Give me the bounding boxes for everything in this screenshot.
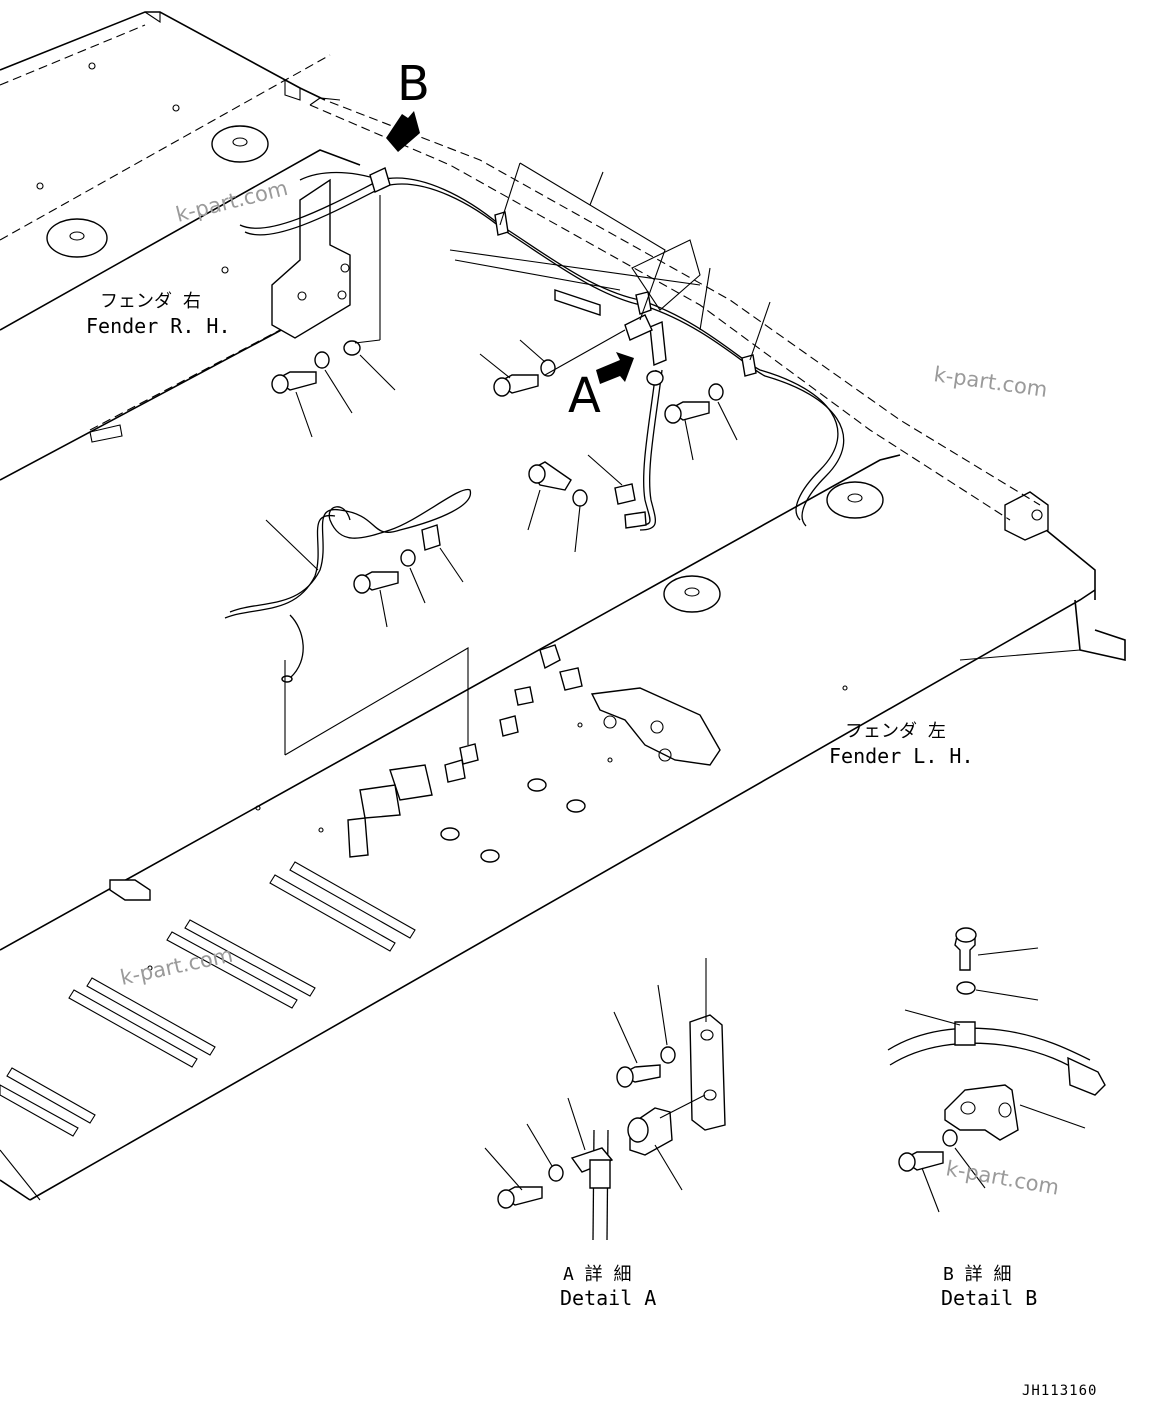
watermark: k-part.com [118,943,235,990]
view-arrow-b [386,111,420,152]
detail-a-drawing [484,958,726,1241]
fender-rh-outline [0,11,361,481]
view-b-label: B [397,56,430,112]
fender-rh-label-en: Fender R. H. [86,314,231,338]
detail-a-label-en: Detail A [560,1286,656,1310]
view-arrow-a [596,352,634,384]
detail-b-label-jp: B 詳 細 [943,1264,1012,1285]
center-frame [309,97,1041,521]
main-fasteners [265,162,771,756]
fender-lh-outline [0,454,1126,1201]
detail-b-label-en: Detail B [941,1286,1037,1310]
watermark: k-part.com [944,1156,1061,1199]
detail-a-label-jp: A 詳 細 [563,1264,632,1285]
watermark: k-part.com [932,362,1049,402]
wire-harness-loose [224,488,471,683]
fender-rh-label-jp: フェンダ 右 [100,291,201,312]
drawing-code: JH113160 [1022,1383,1097,1399]
fender-lh-label-en: Fender L. H. [829,744,974,768]
detail-b-drawing [887,927,1106,1213]
fender-lh-label-jp: フェンダ 左 [845,721,946,742]
watermark: k-part.com [173,176,290,227]
wire-harness-upper [239,167,845,531]
view-a-label: A [568,368,601,424]
